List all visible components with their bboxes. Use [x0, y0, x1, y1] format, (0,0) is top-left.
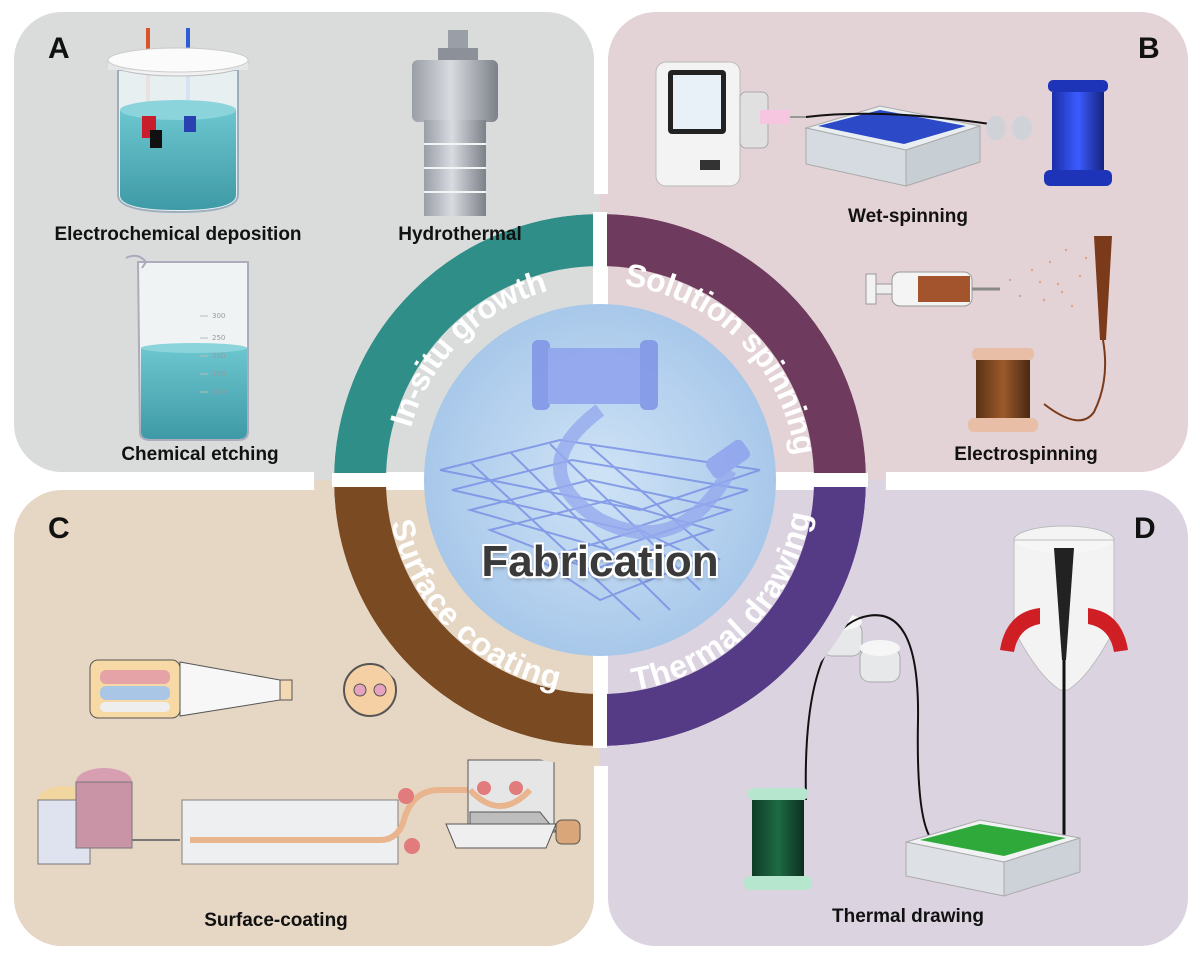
center-title: Fabrication [481, 537, 719, 586]
brown-spool-icon [968, 348, 1038, 432]
beaker-tick-200: 200 [212, 352, 225, 360]
caption-electrospinning: Electrospinning [954, 444, 1098, 465]
ring-segment-solution [599, 214, 866, 481]
ring-segment-in-situ [334, 214, 601, 481]
ring-segment-thermal [599, 479, 866, 746]
process-ring: In-situ growth Solution spinning Surface… [314, 194, 886, 766]
panel-letter-a: A [48, 32, 70, 65]
beaker-icon: 300 250 200 150 100 [125, 254, 249, 441]
green-bath-icon [905, 819, 1081, 897]
blue-spool-icon [1044, 80, 1112, 186]
fiber-cross-section-icon [343, 663, 397, 717]
ring-segment-surface [334, 479, 601, 746]
beaker-tick-250: 250 [212, 334, 225, 342]
panel-letter-b: B [1138, 32, 1160, 65]
beaker-tick-150: 150 [212, 370, 225, 378]
electrospinning-syringe-icon [865, 236, 1112, 422]
preform-icon [89, 659, 293, 719]
panel-letter-d: D [1134, 512, 1156, 545]
hydrothermal-autoclave-icon [412, 30, 498, 216]
caption-hydrothermal: Hydrothermal [398, 224, 522, 245]
beaker-tick-300: 300 [212, 312, 225, 320]
electrochemical-cell-icon [107, 28, 249, 214]
panel-letter-c: C [48, 512, 70, 545]
center-circle [424, 304, 776, 656]
beaker-tick-100: 100 [212, 388, 225, 396]
caption-chemical-etching: Chemical etching [121, 444, 279, 465]
fabric-spool-icon [439, 340, 761, 621]
caption-wet-spinning: Wet-spinning [848, 206, 968, 227]
rollers-icon [986, 116, 1032, 140]
furnace-icon [1000, 525, 1128, 866]
caption-electrochemical-deposition: Electrochemical deposition [54, 224, 302, 245]
coagulation-bath-icon [804, 105, 991, 187]
syringe-pump-icon [655, 61, 806, 187]
green-spool-icon [744, 788, 812, 890]
caption-thermal-drawing: Thermal drawing [831, 906, 985, 927]
caption-surface-coating: Surface-coating [204, 910, 348, 931]
coating-line-icon [37, 759, 581, 865]
